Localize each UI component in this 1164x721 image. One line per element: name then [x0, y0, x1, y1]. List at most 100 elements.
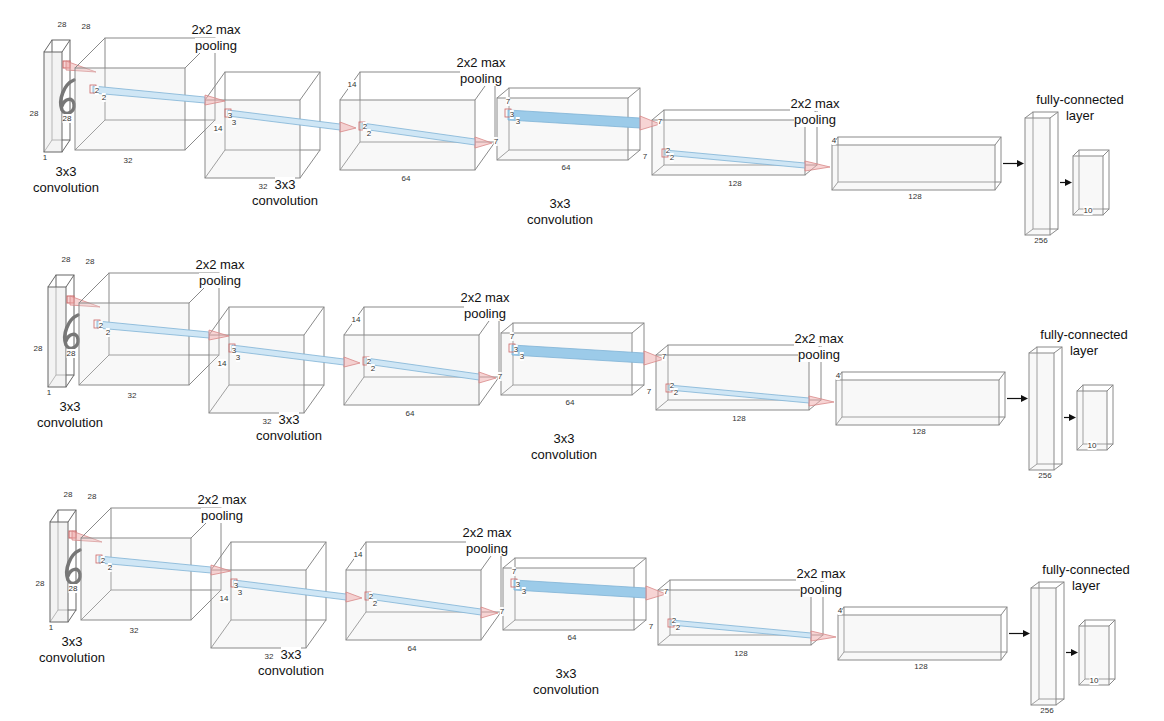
layer-label: 2x2 max pooling — [775, 96, 855, 128]
label-text: 3 — [514, 345, 518, 354]
dimension-number: 14 — [348, 80, 357, 89]
block-outline — [1029, 347, 1062, 470]
depth-edge — [1109, 620, 1115, 626]
label-text: fully-connected layer — [1036, 92, 1123, 123]
label-text: 7 — [500, 607, 504, 616]
dimension-number: 3 — [236, 353, 240, 362]
kernel-rod — [97, 321, 209, 338]
depth-edge — [344, 307, 364, 335]
layer-label: 2x2 max pooling — [441, 55, 521, 87]
layer-label: 3x3 convolution — [526, 666, 606, 698]
layer-label: 3x3 convolution — [251, 647, 331, 679]
label-text: 28 — [88, 492, 97, 501]
label-text: 2 — [674, 388, 678, 397]
dimension-number: 28 — [58, 20, 67, 29]
layer-label: 3x3 convolution — [32, 634, 112, 666]
label-text: 4 — [838, 606, 842, 615]
block-cuboid — [838, 607, 1007, 660]
dimension-number: 32 — [124, 156, 133, 165]
arrow-head — [1069, 414, 1076, 421]
feature-map-block: 4128 — [832, 137, 1001, 190]
depth-edge — [1103, 150, 1109, 156]
dimension-number: 14 — [220, 594, 229, 603]
label-text: 2x2 max pooling — [796, 566, 845, 597]
kernel-rod — [362, 123, 475, 145]
label-text: 32 — [265, 652, 274, 661]
kernel-pyramid — [344, 357, 360, 367]
dimension-number: 3 — [522, 587, 526, 596]
label-text: 7 — [647, 387, 651, 396]
dimension-number: 64 — [402, 174, 411, 183]
dimension-number: 3 — [232, 118, 236, 127]
feature-map-cuboid — [656, 345, 821, 410]
dimension-number: 7 — [643, 152, 647, 161]
layer-label: 2x2 max pooling — [445, 290, 525, 322]
dimension-number: 10 — [1088, 441, 1097, 450]
depth-edge — [66, 375, 74, 387]
kernel-rod — [366, 358, 479, 380]
depth-edge — [79, 273, 109, 303]
depth-edge — [44, 40, 52, 52]
feature-map-cuboid — [340, 72, 495, 170]
kernel-pyramid — [805, 161, 830, 171]
layer-label: 2x2 max pooling — [180, 257, 260, 289]
block-cuboid — [1031, 582, 1064, 705]
depth-edge — [306, 542, 326, 570]
depth-edge — [628, 88, 640, 98]
label-text: 128 — [734, 649, 747, 658]
dimension-number: 2 — [676, 623, 680, 632]
label-text: 28 — [34, 344, 43, 353]
label-text: 14 — [218, 359, 227, 368]
label-text: 32 — [130, 626, 139, 635]
depth-edge — [68, 510, 76, 522]
digit-drawing — [61, 80, 74, 113]
label-text: 1 — [47, 388, 51, 397]
label-text: 2 — [676, 623, 680, 632]
kernel-rod — [99, 556, 211, 573]
input-image — [44, 40, 70, 152]
output-block: 10 — [1077, 385, 1113, 450]
connector-arrow — [1009, 633, 1024, 634]
label-text: 2 — [95, 86, 99, 95]
depth-edge — [340, 72, 360, 100]
dimension-number: 28 — [88, 492, 97, 501]
arrow-head — [1021, 395, 1028, 402]
label-text: 32 — [263, 417, 272, 426]
front-face — [205, 100, 300, 178]
network-row — [48, 273, 834, 413]
block-outline — [832, 137, 1001, 190]
label-text: 128 — [732, 414, 745, 423]
front-face — [75, 68, 185, 150]
dimension-number: 3 — [516, 117, 520, 126]
label-text: 128 — [914, 662, 927, 671]
label-text: 7 — [506, 97, 510, 106]
feature-map-cuboid — [652, 110, 817, 175]
label-text: 32 — [124, 156, 133, 165]
block-outline — [836, 372, 1005, 425]
label-text: 3 — [236, 353, 240, 362]
front-face — [209, 335, 304, 413]
label-text: 10 — [1090, 676, 1099, 685]
dimension-number: 14 — [352, 315, 361, 324]
depth-edge — [1056, 699, 1064, 705]
label-text: 3x3 convolution — [531, 431, 597, 462]
dimension-number: 32 — [263, 417, 272, 426]
depth-edge — [50, 510, 58, 522]
depth-edge — [1107, 385, 1113, 391]
dimension-number: 256 — [1034, 236, 1047, 245]
layer-label: 3x3 convolution — [520, 196, 600, 228]
dimension-number: 14 — [218, 359, 227, 368]
depth-edge — [1025, 112, 1033, 118]
kernel-rod — [228, 110, 340, 130]
feature-map-block: 4128 — [838, 607, 1007, 660]
depth-edge — [81, 508, 111, 538]
dimension-number: 128 — [914, 662, 927, 671]
dimension-number: 2 — [101, 556, 105, 565]
depth-edge — [999, 372, 1005, 380]
label-text: 2 — [371, 364, 375, 373]
dimension-number: 14 — [354, 550, 363, 559]
dimension-number: 10 — [1084, 206, 1093, 215]
digit-drawing — [67, 550, 80, 583]
dimension-number: 128 — [908, 192, 921, 201]
feature-map-block: 4128 — [836, 372, 1005, 425]
